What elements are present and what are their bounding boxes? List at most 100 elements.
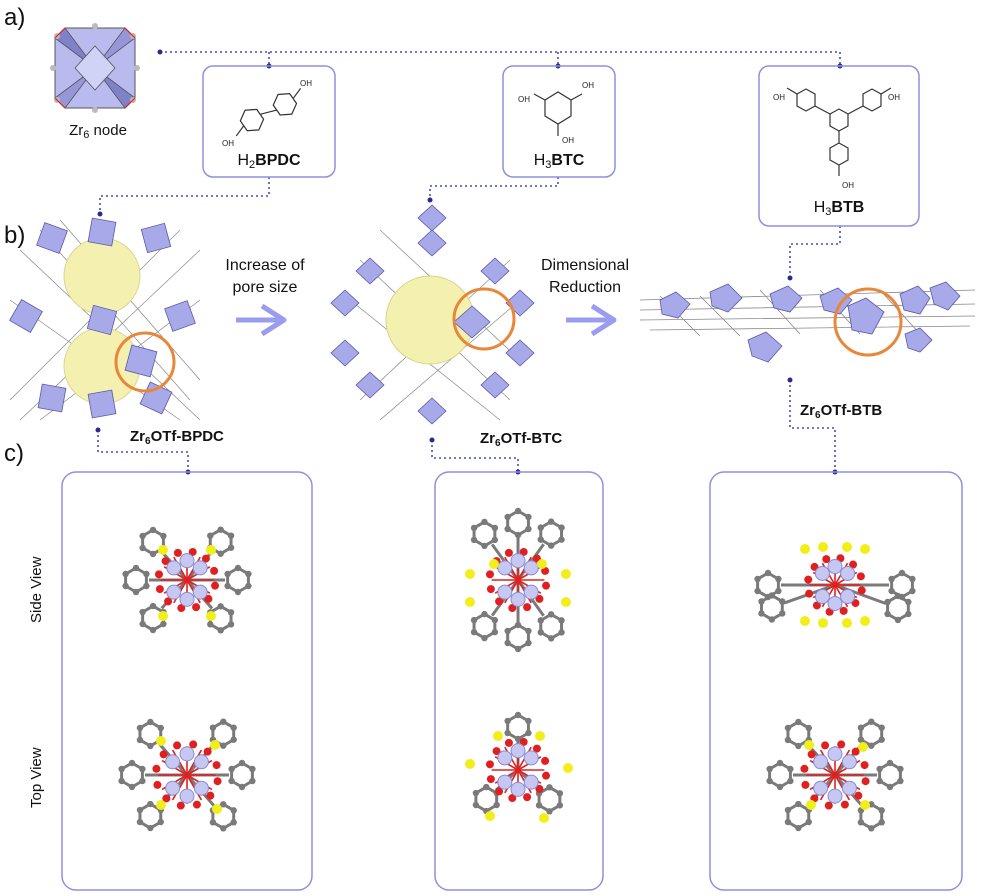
oxygen-atom [485,760,494,769]
sulfur-atom [818,618,828,628]
carbon-atom [537,524,544,531]
bpdc-oh-bottom: OH [222,139,234,148]
carbon-atom [228,777,235,785]
carbon-atom [894,592,902,600]
sulfur-atom [158,545,168,555]
sulfur-atom [561,569,571,579]
connector-btc-to-mof [429,177,559,200]
carbon-atom [493,801,500,809]
connector-mof3-to-c [789,380,836,472]
carbon-atom [857,736,865,743]
connector-dot [427,197,433,203]
oxygen-atom [840,800,849,809]
arrow-reduction [566,303,617,337]
carbon-atom [525,639,532,647]
carbon-atom [558,617,565,624]
oxygen-atom [523,793,532,802]
carbon-atom [878,807,885,814]
carbon-atom [775,587,782,595]
carbon-atom [768,616,776,623]
sulfur-atom [818,542,828,552]
zr-atom [827,788,843,804]
carbon-atom [228,765,235,773]
zr-atom [179,553,195,569]
carbon-atom [238,783,246,791]
oxygen-atom [176,801,185,810]
oxygen-atom [161,557,170,566]
carbon-atom [139,620,146,628]
carbon-atom [249,777,256,785]
carbon-atom [888,575,895,583]
sulfur-atom [210,740,220,750]
carbon-atom [220,742,227,749]
carbon-atom [779,610,786,617]
carbon-atom [139,544,146,552]
carbon-atom [884,598,891,606]
carbon-atom [514,621,522,629]
carbon-atom [227,609,235,616]
mof-name-btb: Zr6OTf-BTB [800,402,883,421]
carbon-atom [227,621,235,628]
connector-dot [787,275,793,281]
zr-atom [497,774,513,790]
carbon-atom [504,729,511,737]
carbon-atom [805,724,812,732]
zr-atom [166,560,182,576]
carbon-atom [118,777,125,785]
carbon-atom [766,777,773,785]
oxygen-atom [851,747,860,756]
zr-atom [497,560,513,576]
oxygen-atom [542,581,551,590]
oxygen-atom [153,780,162,789]
linker-frame-bpdc [202,65,336,178]
carbon-atom [546,784,553,791]
oxygen-atom [162,794,171,803]
carbon-atom [884,610,891,618]
oxygen-atom [822,555,831,564]
carbon-atom [868,825,875,832]
carbon-atom [491,536,499,544]
carbon-atom [547,611,555,618]
oxygen-atom [188,547,197,556]
carbon-atom [795,718,802,726]
zr-atom [165,780,181,796]
zr-atom [510,591,526,607]
cluster-frame-btc [434,471,604,891]
connector-dots [95,49,843,475]
zr-atom [841,754,857,770]
carbon-atom [220,801,227,808]
zr-atom [497,584,513,600]
sulfur-atom [804,740,814,750]
connector-dot [95,427,101,433]
sulfur-atom [806,800,816,810]
carbon-atom [472,801,480,809]
carbon-atom [868,718,875,725]
carbon-atom [136,818,144,826]
oxygen-atom [800,764,809,773]
carbon-atom [472,789,480,797]
carbon-atom [886,759,894,767]
sulfur-atom [465,569,475,579]
linker-frame-btb [758,65,920,227]
carbon-atom [149,602,157,610]
zr-atom [523,584,539,600]
zr-atom [179,591,195,607]
sulfur-atom [539,813,549,823]
oxygen-atom [486,585,495,594]
carbon-atom [238,759,246,767]
oxygen-atom [805,589,814,598]
linker-frame-btc [502,65,616,178]
sulfur-atom [842,618,852,628]
carbon-atom [132,588,140,596]
zr-atom [165,754,181,770]
oxygen-atom [192,603,201,612]
oxygen-atom [210,566,219,575]
carbon-atom [525,717,532,725]
connector-lines [97,51,841,472]
carbon-atom [558,536,565,543]
carbon-atom [537,536,544,543]
sulfur-atom [561,597,571,607]
mof-btb-framework [639,281,976,363]
bpdc-top-view [118,718,256,832]
